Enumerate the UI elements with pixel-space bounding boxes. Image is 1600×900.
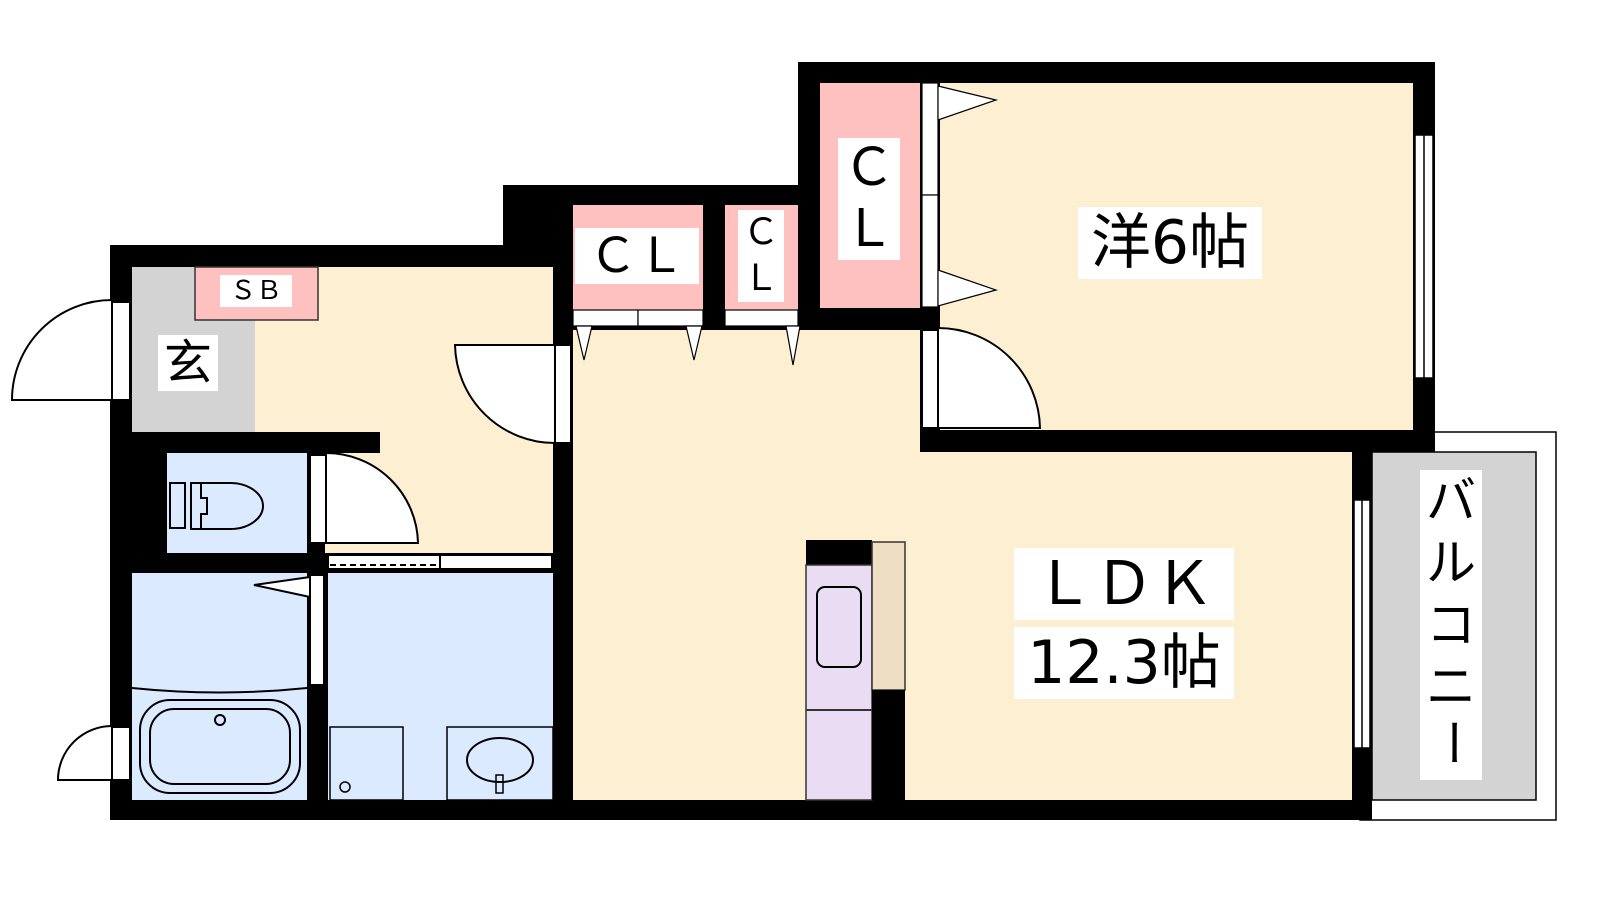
toilet-room (167, 453, 307, 553)
balcony-char: ー (1422, 718, 1480, 768)
western-room-label: 洋6帖 (1078, 207, 1262, 279)
closet-3-label-l: Ｌ (842, 199, 895, 259)
washroom (328, 573, 553, 800)
balcony-char: ニ (1426, 658, 1476, 716)
kitchen-wall-lower (872, 690, 905, 800)
washbasin-icon (329, 726, 554, 801)
ldk-size-label: 12.3帖 (1014, 627, 1234, 699)
closet-3-label: Ｃ Ｌ (838, 138, 900, 260)
closet-2-label-l: Ｌ (742, 258, 779, 299)
ldk-floor (573, 452, 1352, 800)
toilet-icon (169, 482, 264, 530)
kitchen-counter (805, 564, 873, 801)
closet-2-label-c: Ｃ (742, 212, 779, 253)
balcony-label: バ ル コ ニ ー (1420, 470, 1482, 780)
closet-1-label: ＣＬ (575, 228, 699, 284)
closet-3-label-c: Ｃ (842, 138, 895, 198)
bathtub-icon (131, 687, 308, 794)
balcony-char: ル (1426, 534, 1476, 592)
windows (1353, 134, 1434, 749)
shoe-box-label: ＳＢ (220, 275, 292, 307)
entrance-label: 玄 (158, 335, 218, 391)
bathroom (132, 573, 307, 800)
balcony-char: バ (1426, 472, 1476, 530)
kitchen-wall (806, 540, 872, 565)
ldk-label: ＬＤＫ (1014, 548, 1234, 620)
ldk-floor-upper (573, 330, 920, 460)
closet-2-label: Ｃ Ｌ (738, 210, 784, 302)
fridge-space (871, 541, 906, 691)
balcony-char: コ (1426, 596, 1476, 654)
doors (10, 298, 1042, 781)
sink-icon (816, 586, 862, 668)
closet-doors (572, 82, 999, 366)
